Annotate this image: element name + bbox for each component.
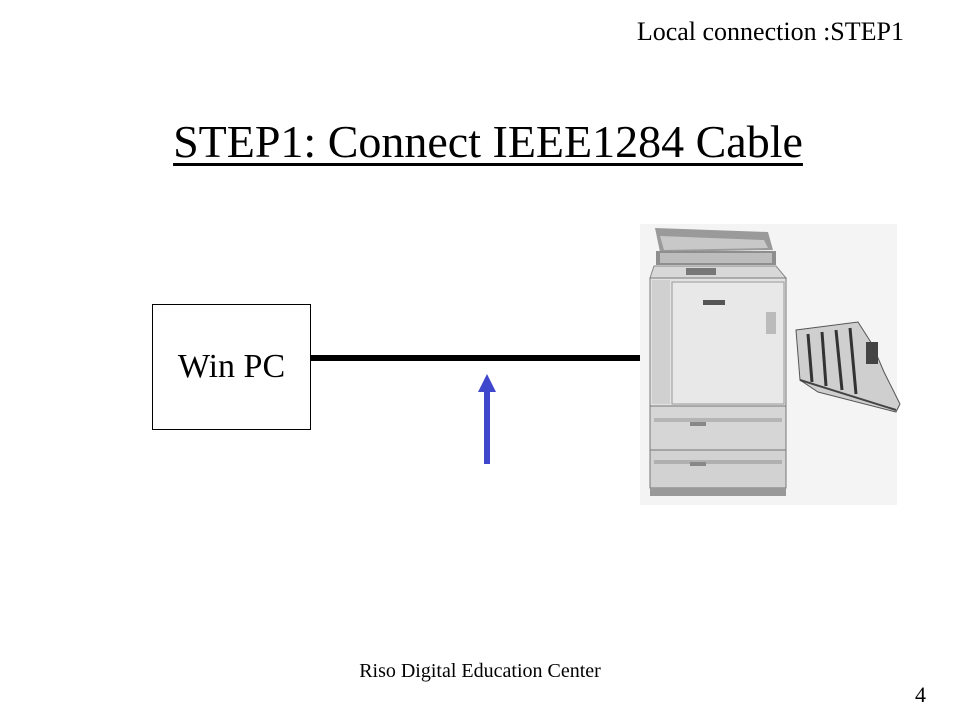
win-pc-label: Win PC <box>177 348 286 385</box>
slide-title: STEP1: Connect IEEE1284 Cable <box>173 116 803 167</box>
page-number: 4 <box>915 682 926 707</box>
section-label: Local connection :STEP1 <box>636 17 904 46</box>
footer-label: Riso Digital Education Center <box>359 660 601 682</box>
printer-duplicator-icon <box>640 224 901 505</box>
win-pc-box: Win PC <box>152 304 311 430</box>
pointer-arrow-icon <box>478 374 496 464</box>
